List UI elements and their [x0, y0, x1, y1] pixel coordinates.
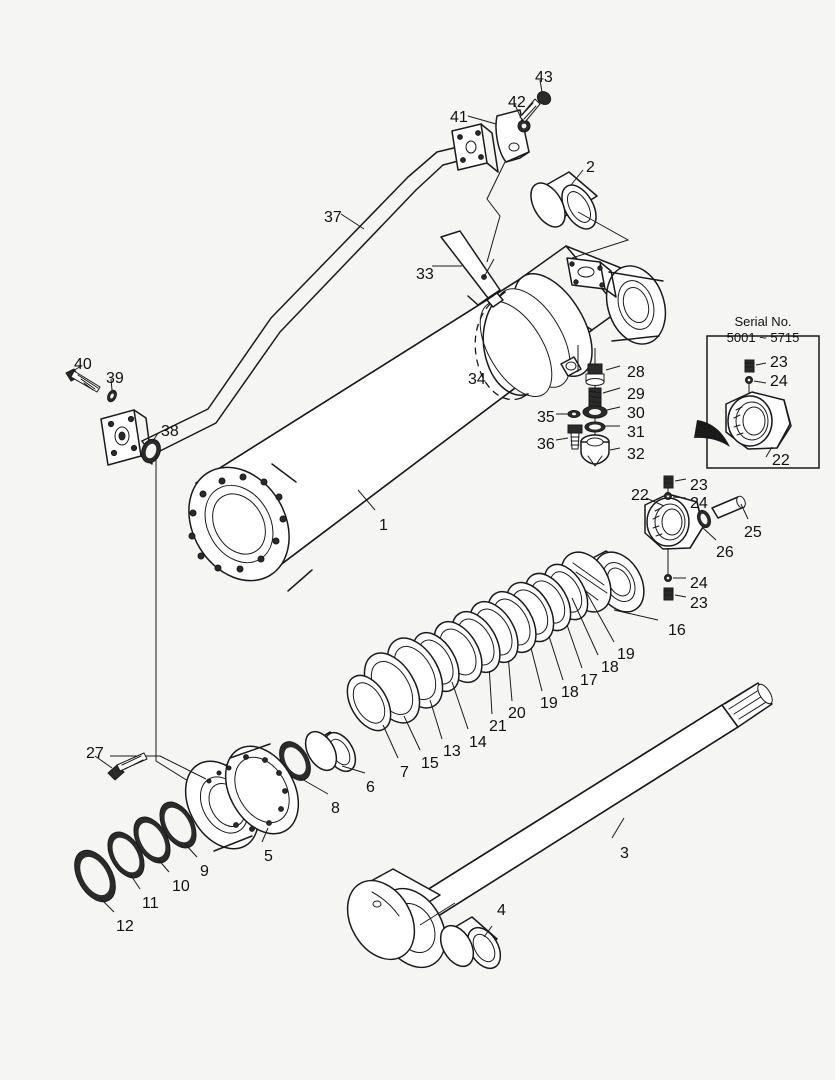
- callout-19: 19: [540, 695, 558, 712]
- callout-28: 28: [627, 364, 645, 381]
- grease-fitting-stack: [577, 345, 621, 467]
- seal-stack-upper: [433, 563, 615, 715]
- gland-nut-main: [644, 475, 704, 601]
- callout-12: 12: [116, 918, 134, 935]
- callout-25: 25: [744, 524, 762, 541]
- callout-1: 1: [379, 517, 388, 534]
- callout-13: 13: [443, 743, 461, 760]
- callout-27: 27: [86, 745, 104, 762]
- callout-32: 32: [627, 446, 645, 463]
- serial-callout-23: 23: [770, 354, 788, 371]
- callout-23b: 23: [690, 595, 708, 612]
- bolt-27: [107, 752, 148, 781]
- serial-callout-22: 22: [772, 452, 790, 469]
- callout-41: 41: [450, 109, 468, 126]
- callout-15: 15: [421, 755, 439, 772]
- flange-bolt-holes: [188, 473, 287, 573]
- callout-34: 34: [468, 371, 486, 388]
- callout-7: 7: [400, 764, 409, 781]
- serial-no-box: [694, 335, 820, 469]
- callout-3: 3: [620, 845, 629, 862]
- washer-bolt-3536: [555, 410, 583, 450]
- clamp-band: [474, 291, 582, 401]
- callout-18b: 18: [601, 659, 619, 676]
- callout-43: 43: [535, 69, 553, 86]
- callout-22: 22: [631, 487, 649, 504]
- pin-bushing-2526: [696, 495, 749, 541]
- seal-stack-lower: [279, 674, 399, 795]
- callout-33: 33: [416, 266, 434, 283]
- callout-6: 6: [366, 779, 375, 796]
- piston-rod: [346, 682, 773, 969]
- callout-36: 36: [537, 436, 555, 453]
- piston: [94, 743, 300, 852]
- callout-20: 20: [508, 705, 526, 722]
- callout-19b: 19: [617, 646, 635, 663]
- callout-24b: 24: [690, 575, 708, 592]
- callout-39: 39: [106, 370, 124, 387]
- callout-21: 21: [489, 718, 507, 735]
- serial-callout-24: 24: [770, 373, 788, 390]
- bolt-40: [65, 368, 101, 393]
- bracket-plate: [432, 230, 501, 306]
- callout-9: 9: [200, 863, 209, 880]
- callout-35: 35: [537, 409, 555, 426]
- serial-no-range: 5001 ~ 5715: [726, 330, 800, 345]
- piston-o-rings: [74, 801, 198, 913]
- callout-29: 29: [627, 386, 645, 403]
- callout-17: 17: [580, 672, 598, 689]
- callout-38: 38: [161, 423, 179, 440]
- bushing-rod: [439, 916, 502, 970]
- callout-5: 5: [264, 848, 273, 865]
- tube-flange-block: [65, 365, 197, 787]
- clamp-bracket-assembly: [467, 79, 552, 263]
- callout-16: 16: [668, 622, 686, 639]
- callout-23: 23: [690, 477, 708, 494]
- callout-14: 14: [469, 734, 487, 751]
- hydraulic-tube: [141, 123, 499, 456]
- callout-40: 40: [74, 356, 92, 373]
- callout-10: 10: [172, 878, 190, 895]
- callout-4: 4: [497, 902, 506, 919]
- cylinder-tube-assembly: [188, 245, 667, 592]
- callout-8: 8: [331, 800, 340, 817]
- bushing-head: [530, 169, 630, 259]
- serial-no-title: Serial No.: [734, 314, 792, 329]
- callout-2: 2: [586, 159, 595, 176]
- callout-30: 30: [627, 405, 645, 422]
- callout-18: 18: [561, 684, 579, 701]
- callout-11: 11: [142, 895, 159, 912]
- callout-26: 26: [716, 544, 734, 561]
- callout-37: 37: [324, 209, 342, 226]
- callout-42: 42: [508, 94, 526, 111]
- callout-31: 31: [627, 424, 645, 441]
- callout-24: 24: [690, 495, 708, 512]
- seal-stack-mid: [363, 631, 469, 751]
